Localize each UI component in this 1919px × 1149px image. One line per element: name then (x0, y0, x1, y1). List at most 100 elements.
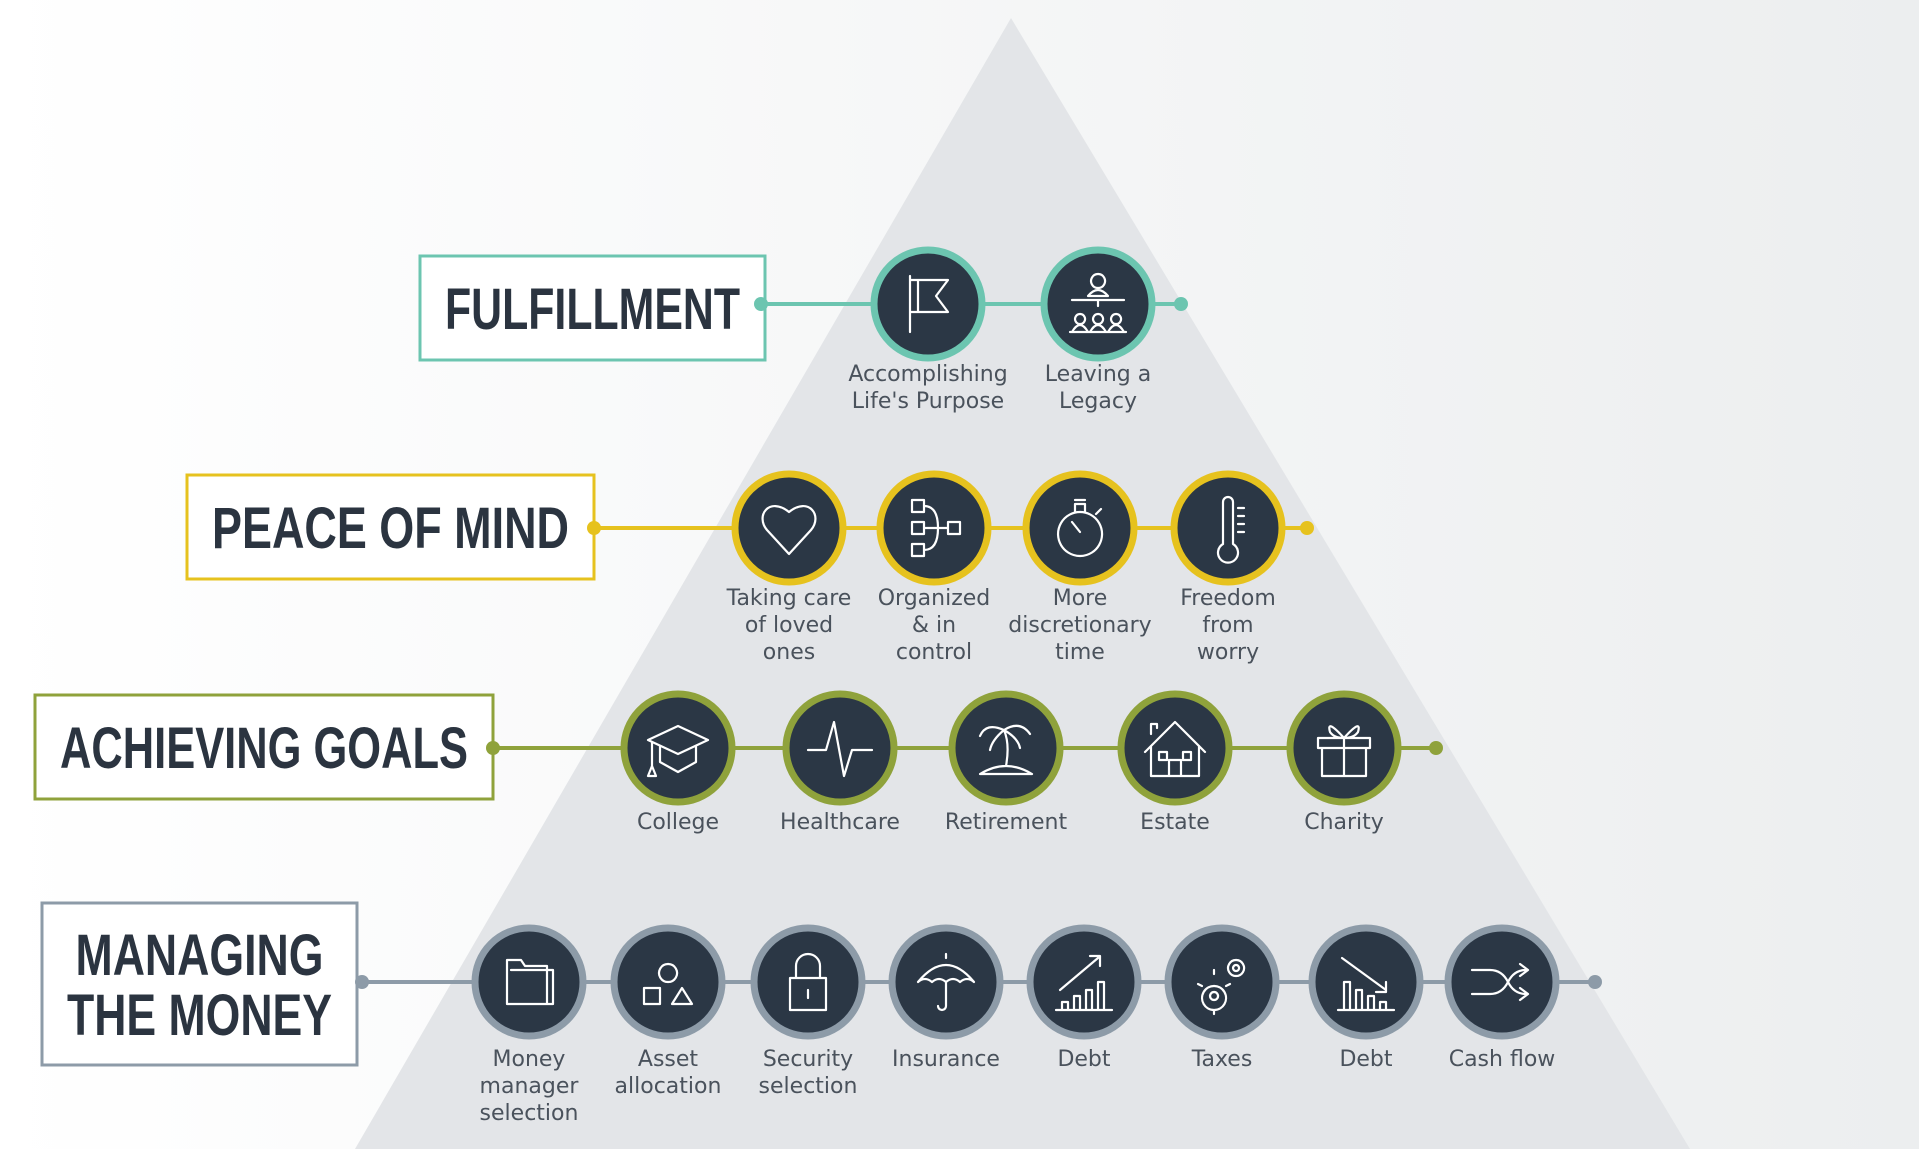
heartbeat-icon (806, 720, 874, 778)
item-label: College (637, 810, 719, 835)
item-circle (750, 924, 866, 1040)
umbrella-icon (916, 952, 976, 1012)
gift-icon (1316, 725, 1372, 778)
item-label: Debt (1339, 1047, 1392, 1072)
padlock-icon (788, 952, 828, 1012)
item-label: of loved (745, 613, 833, 638)
tier-title: ACHIEVING GOALS (60, 716, 468, 781)
tier-title: THE MONEY (67, 983, 332, 1048)
tier-title-box (40, 901, 359, 1067)
audience-icon (1068, 272, 1128, 334)
pyramid-item: Insurance (888, 924, 1004, 1072)
connector-dot-left (754, 297, 768, 311)
pyramid-item: Debt (1026, 924, 1142, 1072)
item-label: Organized (878, 586, 991, 611)
item-label: Retirement (945, 810, 1068, 835)
item-label: Taxes (1191, 1047, 1253, 1072)
item-label: More (1053, 586, 1108, 611)
item-circle (1164, 924, 1280, 1040)
item-label: Accomplishing (848, 362, 1007, 387)
pyramid-item: Debt (1308, 924, 1424, 1072)
item-circle (948, 690, 1064, 806)
pyramid-item: Taxes (1164, 924, 1280, 1072)
item-label: discretionary (1008, 613, 1151, 638)
house-icon (1143, 720, 1207, 778)
item-label: Charity (1304, 810, 1384, 835)
pyramid-item: College (620, 690, 736, 835)
gears-icon (1196, 958, 1246, 1016)
connector-dot-left (587, 521, 601, 535)
flag-icon (908, 274, 950, 334)
item-label: control (896, 640, 972, 665)
item-circle (1022, 470, 1138, 586)
connector-dot-left (355, 975, 369, 989)
item-circle (1117, 690, 1233, 806)
tier-title-box (185, 473, 596, 581)
connector-dot-right (1429, 741, 1443, 755)
item-label: Debt (1057, 1047, 1110, 1072)
org-chart-icon (910, 498, 962, 558)
item-label: Life's Purpose (852, 389, 1004, 414)
tier-title: MANAGING (76, 923, 324, 988)
item-circle (1308, 924, 1424, 1040)
pyramid-item: Cash flow (1444, 924, 1560, 1072)
item-label: Taking care (726, 586, 852, 611)
connector-dot-left (486, 741, 500, 755)
item-label: Insurance (892, 1047, 1000, 1072)
bar-chart-up-icon (1054, 954, 1114, 1012)
pyramid-item: Estate (1117, 690, 1233, 835)
tier-title: PEACE OF MIND (212, 496, 569, 561)
item-circle (1026, 924, 1142, 1040)
item-label: Cash flow (1449, 1047, 1556, 1072)
pyramid (355, 18, 1690, 1149)
item-circle (471, 924, 587, 1040)
item-label: manager (480, 1074, 580, 1099)
bar-chart-down-icon (1336, 956, 1396, 1012)
item-label: Estate (1140, 810, 1210, 835)
item-label: worry (1197, 640, 1259, 665)
item-label: Freedom (1180, 586, 1276, 611)
item-label: ones (763, 640, 815, 665)
item-circle (1170, 470, 1286, 586)
item-label: allocation (615, 1074, 722, 1099)
tier-title-box (33, 693, 495, 801)
shuffle-icon (1470, 962, 1530, 1002)
item-label: from (1202, 613, 1253, 638)
item-label: Healthcare (780, 810, 900, 835)
item-label: Leaving a (1045, 362, 1151, 387)
tier-3: ACHIEVING GOALS College Healthcare Retireme… (33, 690, 1443, 835)
palm-island-icon (978, 724, 1034, 776)
item-label: selection (759, 1074, 858, 1099)
item-label: Asset (638, 1047, 699, 1072)
graduation-cap-icon (646, 724, 710, 778)
shapes-icon (642, 962, 694, 1006)
item-label: Security (763, 1047, 853, 1072)
item-circle (731, 470, 847, 586)
tier-title: FULFILLMENT (445, 277, 740, 342)
pyramid-item: Retirement (945, 690, 1068, 835)
stopwatch-icon (1056, 498, 1104, 558)
item-label: Money (493, 1047, 566, 1072)
heart-icon (761, 505, 817, 556)
pyramid-item: Charity (1286, 690, 1402, 835)
connector-dot-right (1174, 297, 1188, 311)
folder-icon (505, 958, 555, 1006)
thermometer-icon (1216, 495, 1246, 564)
item-label: & in (912, 613, 956, 638)
pyramid-item: Healthcare (780, 690, 900, 835)
item-label: Legacy (1059, 389, 1137, 414)
item-circle (1444, 924, 1560, 1040)
